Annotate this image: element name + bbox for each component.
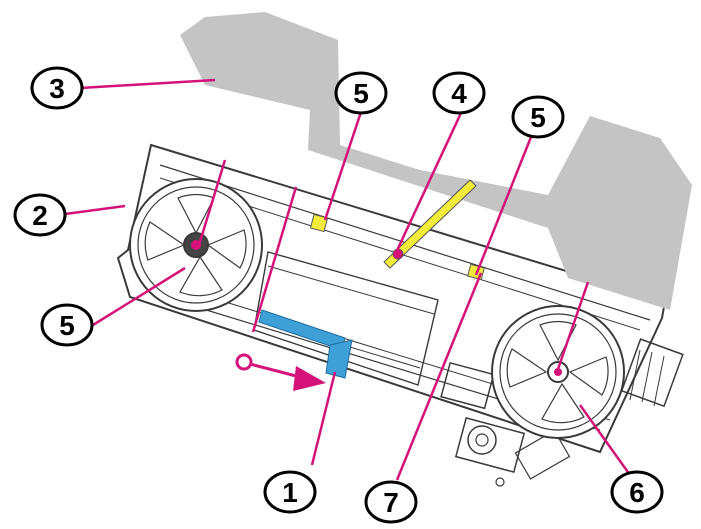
callout-2: 2 bbox=[13, 193, 67, 237]
callout-label-5a: 5 bbox=[353, 78, 369, 109]
cutting-window bbox=[253, 251, 439, 386]
callout-1: 1 bbox=[263, 470, 317, 514]
callout-label-6a: 5 bbox=[59, 310, 75, 341]
callout-6-right: 6 bbox=[610, 470, 664, 514]
blade-guide-arm bbox=[258, 309, 353, 379]
callout-3: 3 bbox=[30, 66, 84, 110]
callout-6-left: 5 bbox=[40, 303, 94, 347]
callout-5-left: 5 bbox=[334, 71, 388, 115]
callout-label-5b: 5 bbox=[530, 102, 546, 133]
callout-5-right: 5 bbox=[511, 95, 565, 139]
callout-label-3: 3 bbox=[49, 73, 65, 104]
sensor-bar bbox=[383, 179, 477, 269]
callout-label-4: 4 bbox=[451, 78, 467, 109]
wheel-left bbox=[129, 178, 263, 312]
callout-label-1: 1 bbox=[282, 477, 298, 508]
guard-cover-left bbox=[180, 12, 692, 310]
callout-7: 7 bbox=[364, 480, 418, 524]
sensor-left bbox=[309, 213, 329, 233]
arrow-right-icon bbox=[235, 353, 326, 391]
blade-guard-cover bbox=[180, 12, 692, 310]
callout-label-7: 7 bbox=[383, 487, 399, 518]
motor-assembly bbox=[440, 338, 684, 487]
callout-label-2: 2 bbox=[32, 200, 48, 231]
callout-4: 4 bbox=[432, 71, 486, 115]
callout-label-6b: 6 bbox=[629, 477, 645, 508]
callout-leaders bbox=[64, 78, 632, 481]
